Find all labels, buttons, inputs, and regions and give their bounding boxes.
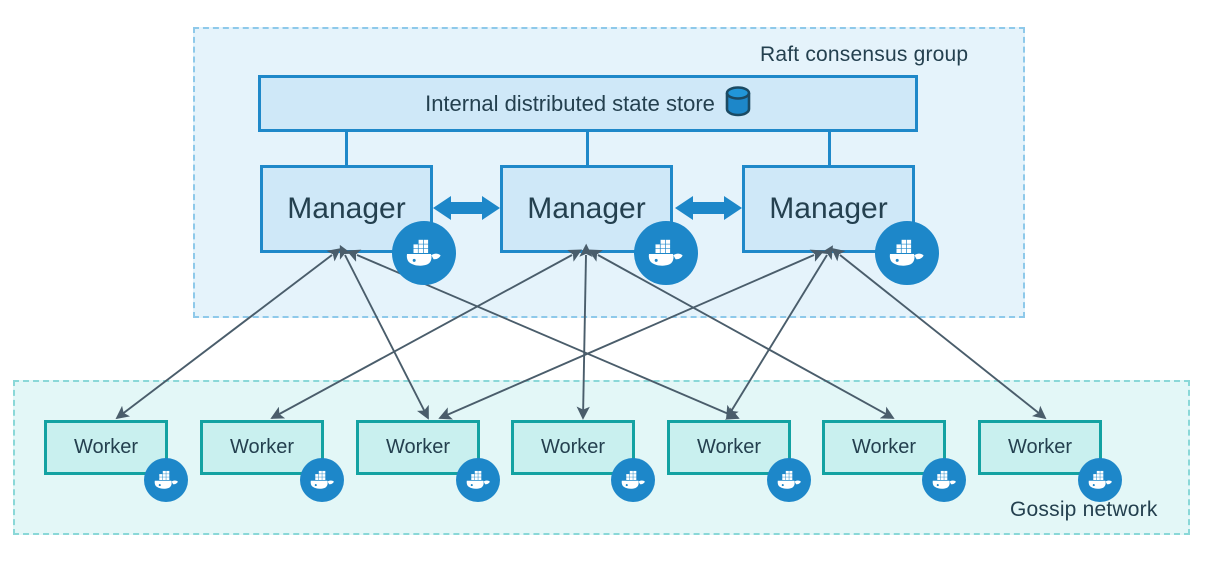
connector-store-to-manager-3: [828, 132, 831, 165]
worker-label-2: Worker: [229, 436, 295, 458]
worker-node-5: Worker: [667, 420, 791, 475]
worker-node-3: Worker: [356, 420, 480, 475]
docker-whale-icon-manager-3: [875, 221, 939, 285]
raft-consensus-group-label: Raft consensus group: [760, 43, 969, 66]
docker-whale-icon-manager-1: [392, 221, 456, 285]
worker-label-6: Worker: [851, 436, 917, 458]
docker-whale-icon-worker-5: [767, 458, 811, 502]
worker-node-6: Worker: [822, 420, 946, 475]
worker-node-4: Worker: [511, 420, 635, 475]
internal-state-store-label: Internal distributed state store: [425, 90, 715, 116]
docker-whale-icon-worker-3: [456, 458, 500, 502]
docker-whale-icon-manager-2: [634, 221, 698, 285]
gossip-network-label: Gossip network: [1010, 498, 1158, 521]
manager-label-2: Manager: [527, 192, 646, 225]
worker-label-7: Worker: [1007, 436, 1073, 458]
database-cylinder-icon: [725, 85, 751, 123]
internal-state-store-box: Internal distributed state store: [258, 75, 918, 132]
docker-whale-icon-worker-2: [300, 458, 344, 502]
docker-whale-icon-worker-6: [922, 458, 966, 502]
connector-store-to-manager-2: [586, 132, 589, 165]
worker-node-7: Worker: [978, 420, 1102, 475]
docker-whale-icon-worker-1: [144, 458, 188, 502]
connector-store-to-manager-1: [345, 132, 348, 165]
worker-label-1: Worker: [73, 436, 139, 458]
docker-whale-icon-worker-4: [611, 458, 655, 502]
worker-label-5: Worker: [696, 436, 762, 458]
manager-label-1: Manager: [287, 192, 406, 225]
worker-label-4: Worker: [540, 436, 606, 458]
manager-label-3: Manager: [769, 192, 888, 225]
worker-node-1: Worker: [44, 420, 168, 475]
worker-node-2: Worker: [200, 420, 324, 475]
worker-label-3: Worker: [385, 436, 451, 458]
docker-whale-icon-worker-7: [1078, 458, 1122, 502]
